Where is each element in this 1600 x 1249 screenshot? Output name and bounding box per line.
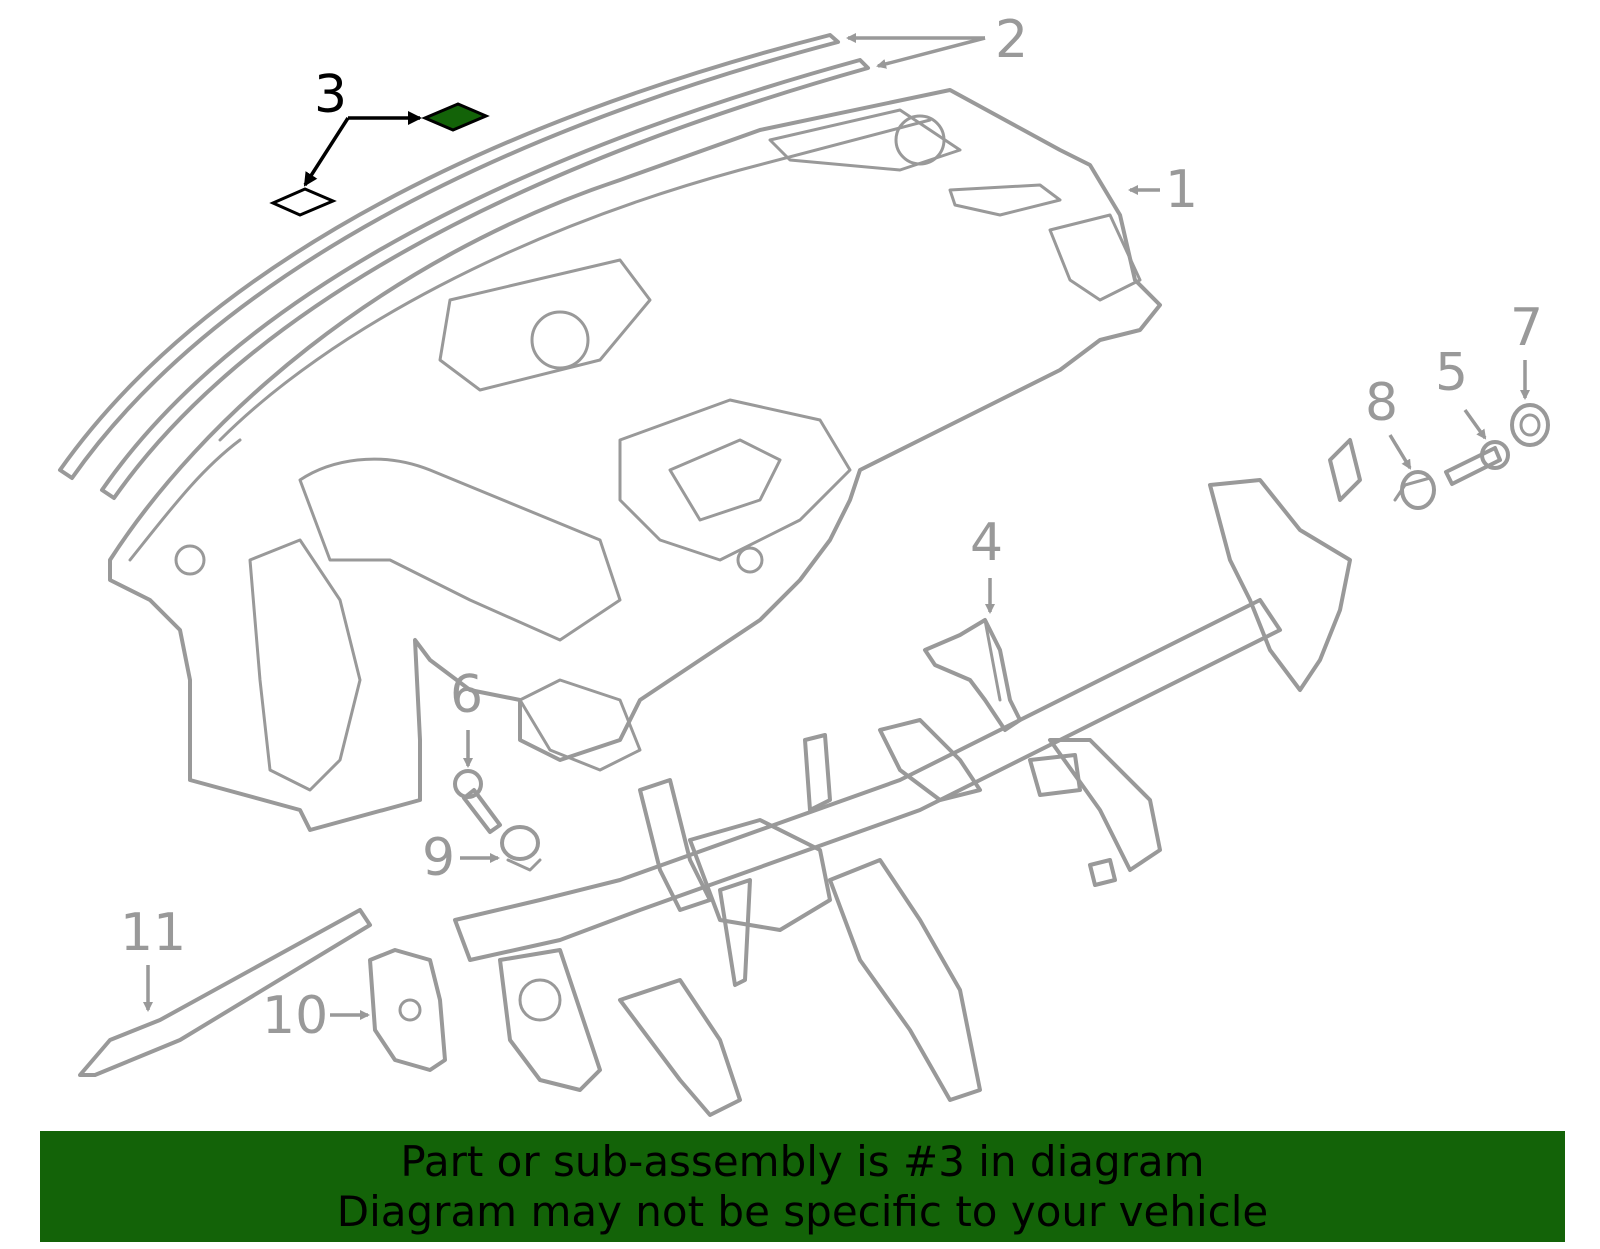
callout-11: 11 [120, 903, 186, 963]
callout-1: 1 [1165, 160, 1198, 220]
part-2-seal-strips [58, 33, 870, 500]
leader-lines [143, 33, 1530, 1020]
part-1-instrument-panel [108, 88, 1162, 832]
callout-4: 4 [970, 513, 1003, 573]
part-3-pads [269, 102, 490, 217]
part-3-pad-outline [269, 187, 337, 217]
part-10-bracket [368, 948, 447, 1072]
callout-2: 2 [995, 10, 1028, 70]
callout-6: 6 [450, 665, 483, 725]
callout-7: 7 [1510, 298, 1543, 358]
part-11-support [78, 908, 372, 1077]
banner-line-2: Diagram may not be specific to your vehi… [336, 1186, 1269, 1236]
banner-line-1: Part or sub-assembly is #3 in diagram [400, 1136, 1205, 1186]
callout-8: 8 [1365, 373, 1398, 433]
info-banner: Part or sub-assembly is #3 in diagram Di… [40, 1131, 1565, 1242]
part-5-bolt [1444, 440, 1510, 486]
part-4-bracket [923, 618, 1022, 732]
callout-10: 10 [262, 986, 328, 1046]
callout-5: 5 [1435, 343, 1468, 403]
part-6-bolt [453, 769, 502, 834]
part-9-clip [500, 825, 542, 872]
part-8-nut [1393, 470, 1436, 510]
callout-9: 9 [422, 828, 455, 888]
cross-car-beam [453, 438, 1362, 1117]
part-7-nut [1510, 403, 1550, 447]
callout-3: 3 [314, 65, 347, 125]
part-3-pad-highlighted [421, 102, 490, 132]
